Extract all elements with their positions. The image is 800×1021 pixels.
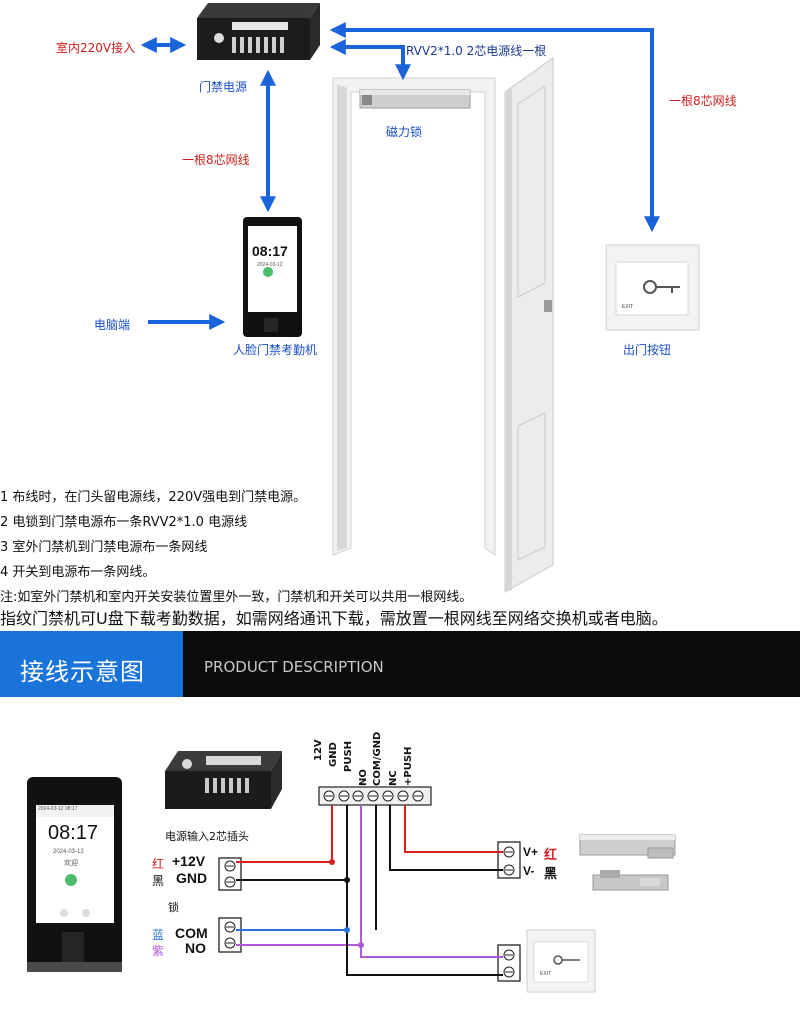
exit-button-device <box>605 244 700 331</box>
strike-lock-device-right <box>592 870 669 891</box>
left-lock-connector <box>218 917 242 953</box>
pin-label-com-gnd: COM/GND <box>372 731 383 786</box>
label-net-cable-right: 一根8芯网线 <box>669 94 737 108</box>
left-lock-purple: 紫 <box>152 944 165 958</box>
wires <box>236 805 503 976</box>
label-power-supply: 门禁电源 <box>199 80 248 94</box>
wiring-face-terminal <box>27 777 122 972</box>
note-5: 注:如室外门禁机和室内开关安装位置里外一致，门禁机和开关可以共用一根网线。 <box>0 590 473 605</box>
right-power-red: 红 <box>544 848 558 863</box>
magnetic-lock-device-right <box>579 834 676 859</box>
exit-button-device-right <box>526 929 596 993</box>
note-6: 指纹门禁机可U盘下载考勤数据，如需网络通讯下载，需放置一根网线至网络交换机或者电… <box>0 609 668 628</box>
left-lock-no: NO <box>185 940 206 956</box>
label-terminal: 人脸门禁考勤机 <box>233 343 318 357</box>
right-power-black: 黑 <box>544 867 558 882</box>
left-power-12v: +12V <box>172 853 206 869</box>
right-power-vplus: V+ <box>523 845 539 859</box>
right-exit-connector <box>497 944 521 982</box>
left-lock-com: COM <box>175 925 208 941</box>
left-power-black: 黑 <box>152 874 165 888</box>
device-screen-greeting: 欢迎 <box>64 859 78 867</box>
section-banner-accent <box>0 631 183 697</box>
label-maglock: 磁力锁 <box>386 125 423 139</box>
pin-label-push: PUSH <box>343 740 354 772</box>
section-subtitle: PRODUCT DESCRIPTION <box>204 658 384 676</box>
left-lock-blue: 蓝 <box>152 928 165 942</box>
pin-label-gnd: GND <box>328 742 339 767</box>
wire-junctions <box>329 859 364 948</box>
label-net-cable-left: 一根8芯网线 <box>182 153 250 167</box>
terminal-screen-date: 2024-03-12 <box>257 262 283 268</box>
device-screen-time: 08:17 <box>48 822 99 844</box>
wiring-arrows <box>140 22 660 330</box>
label-rvv-cable: RVV2*1.0 2芯电源线一根 <box>406 44 547 58</box>
power-supply-device <box>197 3 320 60</box>
pin-label-nc: NC <box>388 770 399 786</box>
note-1: 1 布线时，在门头留电源线，220V强电到门禁电源。 <box>0 490 307 505</box>
magnetic-lock-device <box>359 89 471 109</box>
wiring-power-supply <box>165 751 282 809</box>
terminal-block <box>318 786 432 806</box>
label-pc-side: 电脑端 <box>94 318 131 332</box>
installation-diagram <box>140 3 700 593</box>
left-power-connector <box>218 857 242 891</box>
note-3: 3 室外门禁机到门禁电源布一条网线 <box>0 540 208 555</box>
device-screen-status: 2024-03-12 08:17 <box>38 806 78 812</box>
right-power-vminus: V- <box>523 864 535 878</box>
note-4: 4 开关到电源布一条网线。 <box>0 565 156 580</box>
psu-input-label: 电源输入2芯插头 <box>165 830 249 843</box>
exit-button-text: EXIT <box>622 304 634 310</box>
wiring-diagram <box>27 751 676 993</box>
section-title: 接线示意图 <box>20 658 145 686</box>
label-exit-button: 出门按钮 <box>623 343 672 357</box>
lock-label: 锁 <box>168 901 179 914</box>
device-screen-date: 2024-03-12 <box>53 849 84 855</box>
terminal-screen-time: 08:17 <box>252 243 288 259</box>
note-2: 2 电锁到门禁电源布一条RVV2*1.0 电源线 <box>0 515 248 530</box>
left-power-red: 红 <box>152 857 165 871</box>
pin-label-push-plus: +PUSH <box>403 746 414 786</box>
right-lock-connector <box>497 841 521 879</box>
exit-button-right-text: EXIT <box>540 971 552 977</box>
door <box>504 57 554 593</box>
pin-label-no: NO <box>358 769 369 786</box>
pin-label-12v: 12V <box>313 739 324 761</box>
left-power-gnd: GND <box>176 870 208 886</box>
label-indoor-220v: 室内220V接入 <box>56 41 136 55</box>
face-terminal-device <box>243 217 302 337</box>
door-frame <box>332 77 496 556</box>
